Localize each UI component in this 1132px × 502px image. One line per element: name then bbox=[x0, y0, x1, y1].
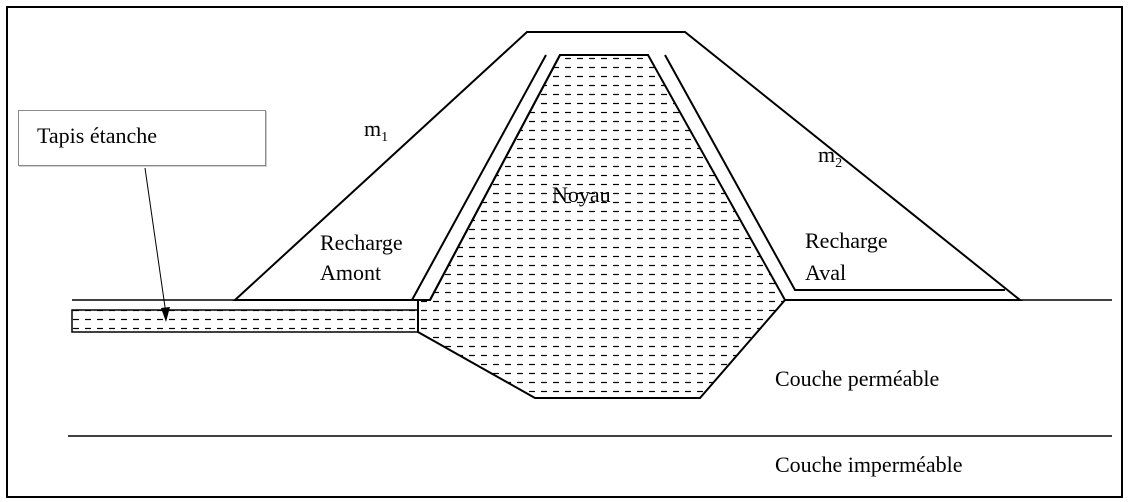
recharge-amont-label-2: Amont bbox=[320, 260, 382, 285]
tapis-arrow-head bbox=[161, 307, 170, 322]
tapis-etanche-label: Tapis étanche bbox=[37, 123, 158, 148]
recharge-aval-label-1: Recharge bbox=[805, 228, 888, 253]
diagram-frame bbox=[6, 6, 1123, 498]
noyau-core-left-edge bbox=[429, 54, 561, 301]
recharge-aval-label-2: Aval bbox=[805, 260, 847, 285]
noyau-label: Noyau bbox=[552, 182, 611, 207]
tapis-etanche-strip bbox=[71, 309, 431, 333]
recharge-amont-label-1: Recharge bbox=[320, 230, 403, 255]
tapis-etanche-callout: Tapis étanche bbox=[18, 110, 266, 166]
slope-m1-label: m1 bbox=[364, 116, 389, 145]
couche-impermeable-label: Couche imperméable bbox=[775, 452, 963, 477]
filter-amont bbox=[411, 54, 547, 301]
noyau-core bbox=[417, 54, 787, 399]
tapis-arrow-line bbox=[144, 167, 167, 315]
couche-permeable-label: Couche perméable bbox=[775, 366, 940, 391]
slope-m2-label: m2 bbox=[818, 142, 843, 171]
filter-aval bbox=[664, 54, 1005, 291]
